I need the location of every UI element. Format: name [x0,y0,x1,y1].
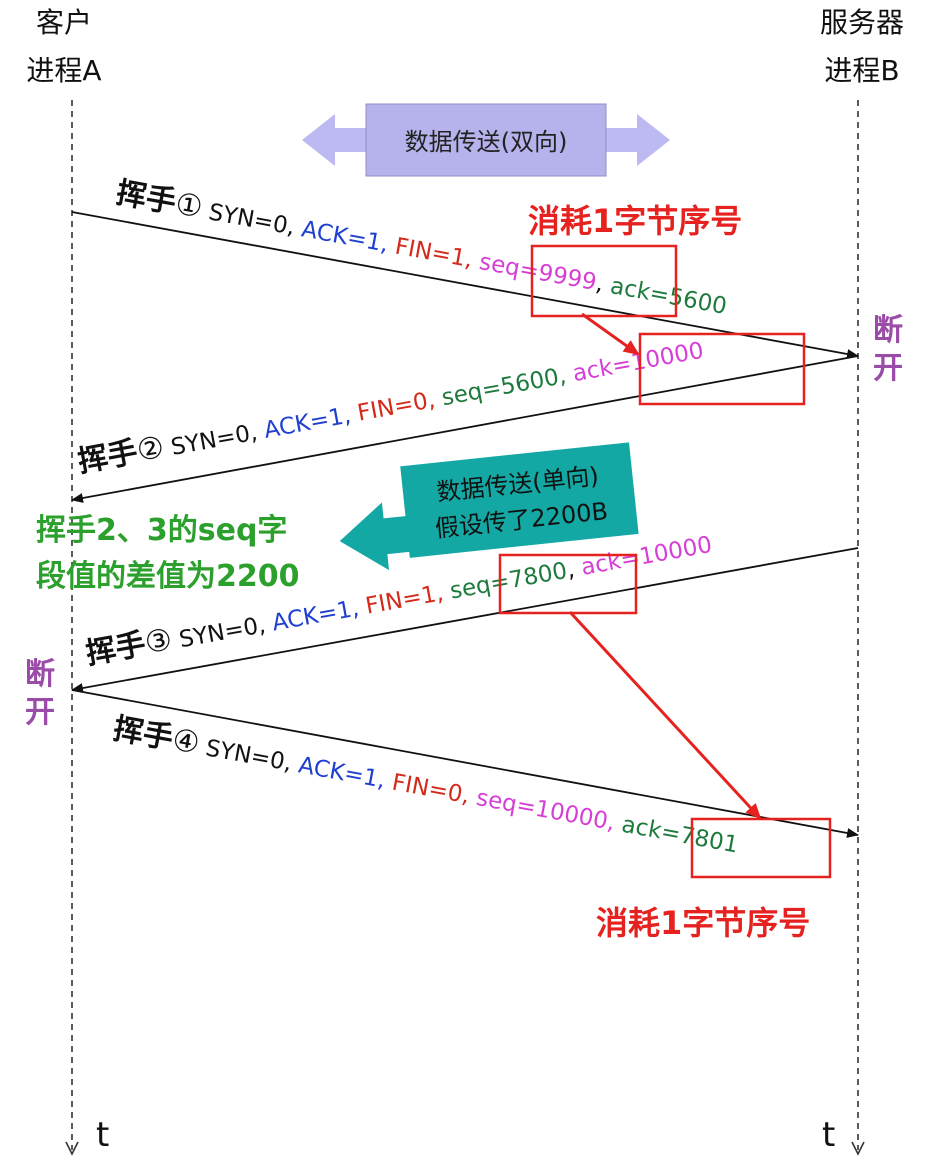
client-time-label: t [96,1115,109,1155]
seq-difference-note: 挥手2、3的seq字 段值的差值为2200 [36,508,300,600]
handshake2-arrow [71,355,859,503]
server-disconnect-char2: 开 [873,351,903,386]
seq-difference-line1: 挥手2、3的seq字 [36,513,288,548]
handshake3-step: ③ [142,622,175,661]
handshake2-ack: ack=10000 [571,338,706,387]
handshake3-fin: FIN=1, [364,580,446,619]
handshake2-name: 挥手 [75,435,140,480]
handshake3-name: 挥手 [83,627,148,672]
handshake4-ack-flag: ACK=1, [296,752,387,793]
seq-9999-highlight-box [530,244,678,318]
unidirectional-arrow-head [339,502,416,571]
server-lifeline-arrow [851,1141,865,1156]
seq-7800-highlight-box [498,553,638,615]
client-line1: 客户 [35,6,92,39]
ack-10000-highlight-box [638,332,806,406]
client-disconnect-char1: 断 [25,657,55,692]
handshake3-ack: ack=10000 [579,532,714,581]
server-time-label: t [822,1115,835,1155]
handshake1-ack-flag: ACK=1, [299,216,390,257]
handshake2-seq: seq=5600, [440,363,568,411]
client-header: 客户 进程A [8,4,120,90]
handshake3-seq: seq=7800 [448,558,569,605]
seq-to-ack-arrow-bottom [568,610,762,820]
handshake4-name: 挥手 [111,711,176,756]
handshake2-fin: FIN=0, [355,387,437,427]
handshake2-step: ② [134,430,167,469]
handshake1-fin: FIN=1, [393,234,475,274]
handshake4-arrow [71,689,859,838]
server-disconnect-note: 断 开 [868,312,908,388]
server-line2: 进程B [824,54,900,87]
handshake3-ack-flag: ACK=1, [270,595,361,636]
client-lifeline-arrow [65,1141,79,1156]
consume-seq-note-top: 消耗1字节序号 [528,202,743,240]
server-line1: 服务器 [819,6,904,39]
seq-to-ack-arrow-top [581,312,640,356]
handshake1-syn: SYN=0, [207,199,297,240]
handshake4-label: 挥手④ SYN=0, ACK=1, FIN=0, seq=10000, ack=… [111,711,742,860]
handshake3-arrow [71,547,859,693]
unidirectional-transfer-arrow: 数据传送(单向) 假设传了2200B [339,442,639,571]
client-disconnect-char2: 开 [25,695,55,730]
client-line2: 进程A [26,54,102,87]
handshake1-sep: , [594,270,606,297]
seq-difference-line2: 段值的差值为2200 [36,559,300,594]
consume-seq-note-bottom: 消耗1字节序号 [596,904,811,942]
server-disconnect-char1: 断 [873,313,903,348]
handshake3-syn: SYN=0, [177,612,267,653]
server-header: 服务器 进程B [800,4,924,90]
handshake1-name: 挥手 [114,175,179,220]
handshake4-seq: seq=10000, [474,785,617,836]
bidirectional-label: 数据传送(双向) [405,128,568,156]
handshake4-step: ④ [170,722,203,761]
handshake2-syn: SYN=0, [169,420,259,461]
handshake3-sep: , [565,557,577,584]
handshake4-fin: FIN=0, [390,770,472,810]
handshake2-ack-flag: ACK=1, [262,402,353,443]
bidirectional-box [365,103,607,177]
client-disconnect-note: 断 开 [20,656,60,732]
handshake4-syn: SYN=0, [204,735,294,776]
handshake1-arrow [71,211,859,359]
handshake1-step: ① [173,186,206,225]
unidirectional-box [400,442,639,558]
